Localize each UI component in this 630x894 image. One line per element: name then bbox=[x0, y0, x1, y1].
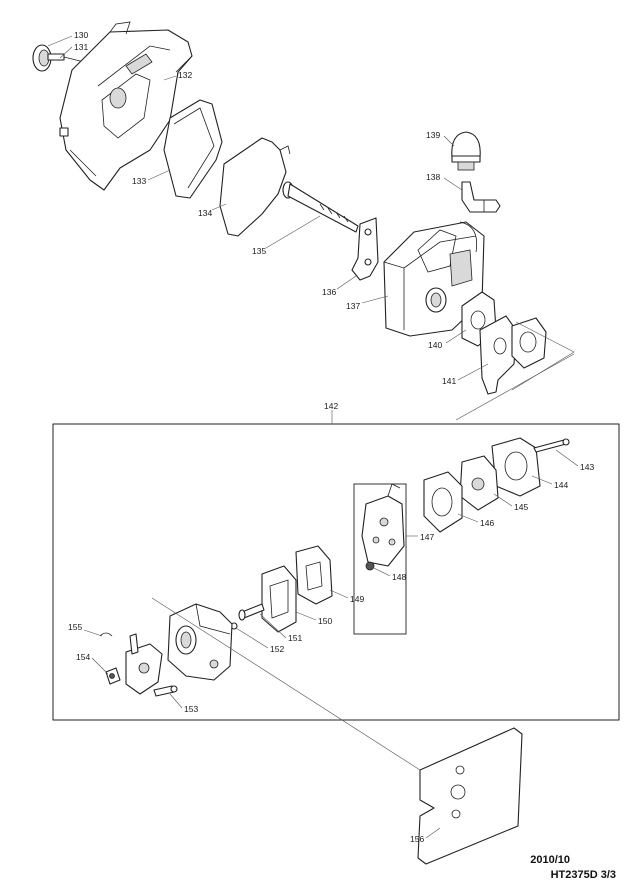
label-132: 132 bbox=[178, 70, 192, 80]
part-130-knob bbox=[32, 44, 65, 72]
part-132-cover bbox=[59, 21, 193, 191]
part-number-labels: 130 131 132 133 134 135 136 137 138 139 … bbox=[68, 30, 594, 844]
part-141-bracket bbox=[479, 315, 517, 395]
footer-date: 2010/10 bbox=[530, 854, 570, 866]
label-148: 148 bbox=[392, 572, 406, 582]
label-131: 131 bbox=[74, 42, 88, 52]
label-137: 137 bbox=[346, 301, 360, 311]
label-133: 133 bbox=[132, 176, 146, 186]
part-143-screw bbox=[533, 438, 570, 453]
label-149: 149 bbox=[350, 594, 364, 604]
part-147-frame bbox=[353, 483, 407, 635]
part-156-gasket bbox=[417, 727, 523, 865]
part-154-fitting bbox=[105, 667, 121, 685]
part-155-clip bbox=[99, 632, 113, 637]
part-153-screw bbox=[153, 685, 178, 697]
footer-model-page: HT2375D 3/3 bbox=[550, 869, 616, 881]
label-150: 150 bbox=[318, 616, 332, 626]
part-148-nut bbox=[365, 561, 375, 571]
part-135-bolt bbox=[282, 181, 359, 233]
carburetor-kit-frame bbox=[52, 423, 620, 721]
label-156: 156 bbox=[410, 834, 424, 844]
part-151-needle bbox=[238, 603, 265, 621]
label-152: 152 bbox=[270, 644, 284, 654]
part-150-plate bbox=[261, 565, 297, 633]
label-145: 145 bbox=[514, 502, 528, 512]
part-throttle-lever bbox=[125, 633, 163, 695]
label-153: 153 bbox=[184, 704, 198, 714]
part-138-tube bbox=[461, 181, 501, 213]
part-140-flange bbox=[511, 317, 547, 369]
label-134: 134 bbox=[198, 208, 212, 218]
label-141: 141 bbox=[442, 376, 456, 386]
label-146: 146 bbox=[480, 518, 494, 528]
label-155: 155 bbox=[68, 622, 82, 632]
label-154: 154 bbox=[76, 652, 90, 662]
label-135: 135 bbox=[252, 246, 266, 256]
label-139: 139 bbox=[426, 130, 440, 140]
leader-lines bbox=[47, 35, 579, 839]
part-146-gasket bbox=[423, 471, 463, 533]
part-134-plate bbox=[219, 137, 291, 237]
part-139-primer-bulb bbox=[451, 131, 481, 171]
part-137-airbox bbox=[383, 221, 485, 337]
part-147-pump-body bbox=[361, 483, 405, 567]
label-136: 136 bbox=[322, 287, 336, 297]
label-143: 143 bbox=[580, 462, 594, 472]
part-144-cover-plate bbox=[491, 437, 541, 497]
part-136-bracket bbox=[351, 217, 379, 281]
label-144: 144 bbox=[554, 480, 568, 490]
carburetor-body bbox=[167, 603, 233, 681]
label-151: 151 bbox=[288, 633, 302, 643]
label-138: 138 bbox=[426, 172, 440, 182]
part-145-diaphragm bbox=[459, 455, 499, 511]
label-140: 140 bbox=[428, 340, 442, 350]
part-149-gasket bbox=[295, 545, 333, 605]
label-142: 142 bbox=[324, 401, 338, 411]
label-147: 147 bbox=[420, 532, 434, 542]
label-130: 130 bbox=[74, 30, 88, 40]
part-133-filter bbox=[163, 99, 223, 199]
